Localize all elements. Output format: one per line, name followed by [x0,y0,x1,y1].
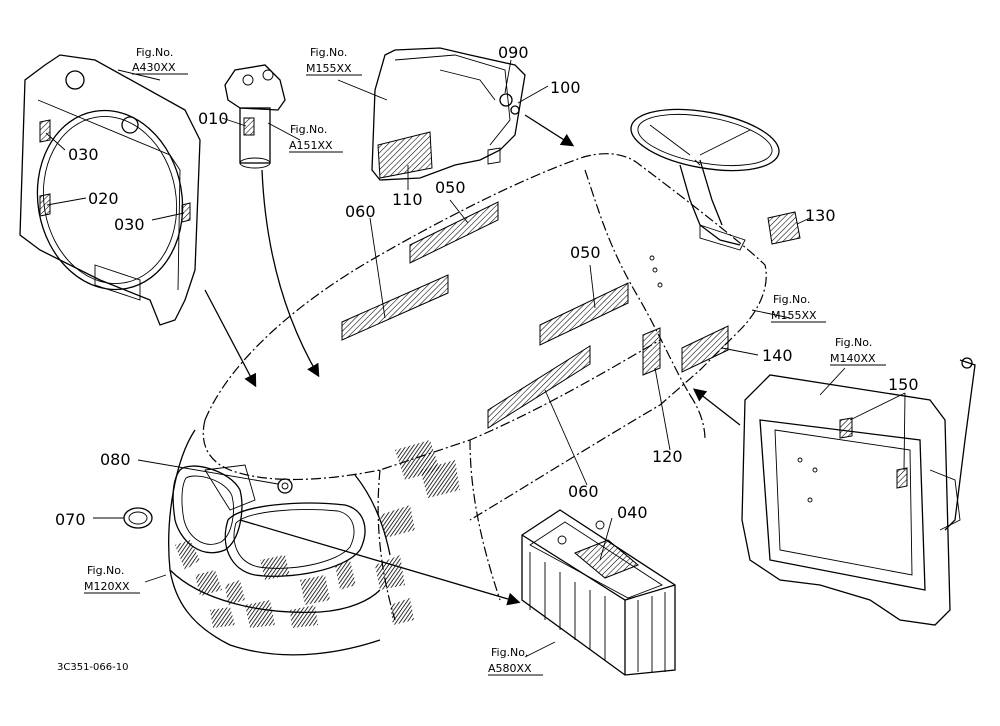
steering-wheel [630,108,780,251]
part-label-100: 100 [550,78,581,97]
fender-plate-part [741,357,976,626]
label-110 [377,131,433,179]
label-020 [39,193,51,217]
part-label-010: 010 [198,109,229,128]
svg-text:Fig.No.: Fig.No. [835,336,872,349]
svg-text:Fig.No.: Fig.No. [773,293,810,306]
fuel-filter-part [224,64,286,169]
svg-text:M155XX: M155XX [306,62,352,75]
drawing-code: 3C351-066-10 [57,662,128,673]
label-060-hood [341,274,449,341]
part-label-110: 110 [392,190,423,209]
svg-text:A430XX: A430XX [132,61,176,74]
fig-ref-m155-right: Fig.No. M155XX [771,293,826,323]
fig-ref-a151: Fig.No. A151XX [289,123,343,153]
part-label-030-lower: 030 [114,215,145,234]
part-label-070: 070 [55,510,86,529]
figure-references: Fig.No. A430XX Fig.No. A151XX Fig.No. M1… [84,46,886,676]
part-label-020: 020 [88,189,119,208]
assembly-arrows [204,114,741,606]
part-label-050-hood: 050 [435,178,466,197]
label-010 [243,117,255,136]
part-label-140: 140 [762,346,793,365]
label-120 [642,327,661,376]
leader-lines [45,59,906,658]
svg-text:Fig.No.: Fig.No. [310,46,347,59]
radiator-shroud-part [19,54,201,326]
label-050-side [539,282,629,346]
label-050-hood [409,201,499,264]
fig-ref-a580: Fig.No. A580XX [488,646,543,676]
label-130 [767,211,801,245]
label-060-side [487,345,591,429]
label-040 [574,539,639,579]
part-label-130: 130 [805,206,836,225]
part-label-030-upper: 030 [68,145,99,164]
tractor-hood-body [168,153,767,656]
svg-text:Fig.No.: Fig.No. [491,646,528,659]
svg-text:Fig.No.: Fig.No. [290,123,327,136]
svg-text:M155XX: M155XX [771,309,817,322]
svg-text:A151XX: A151XX [289,139,333,152]
battery-part [521,509,676,676]
part-number-labels: 010 030 020 030 040 050 050 060 060 070 … [55,43,919,529]
fig-ref-a430: Fig.No. A430XX [132,46,188,75]
part-label-060-hood: 060 [345,202,376,221]
part-label-120: 120 [652,447,683,466]
label-140 [681,325,729,373]
part-label-040: 040 [617,503,648,522]
part-label-150: 150 [888,375,919,394]
label-150-lower [896,467,908,489]
decal-070 [123,507,153,529]
dash-panel-part [371,47,526,181]
label-030-upper [39,119,51,143]
part-label-080: 080 [100,450,131,469]
label-030-lower [181,202,191,223]
part-label-060-side: 060 [568,482,599,501]
fig-ref-m140: Fig.No. M140XX [830,336,886,366]
svg-text:A580XX: A580XX [488,662,532,675]
label-150-upper [839,417,853,439]
part-label-090: 090 [498,43,529,62]
fig-ref-m120: Fig.No. M120XX [84,564,140,594]
fig-ref-m155-top: Fig.No. M155XX [306,46,362,76]
svg-text:Fig.No.: Fig.No. [136,46,173,59]
svg-text:Fig.No.: Fig.No. [87,564,124,577]
part-label-050-side: 050 [570,243,601,262]
svg-text:M120XX: M120XX [84,580,130,593]
svg-text:M140XX: M140XX [830,352,876,365]
